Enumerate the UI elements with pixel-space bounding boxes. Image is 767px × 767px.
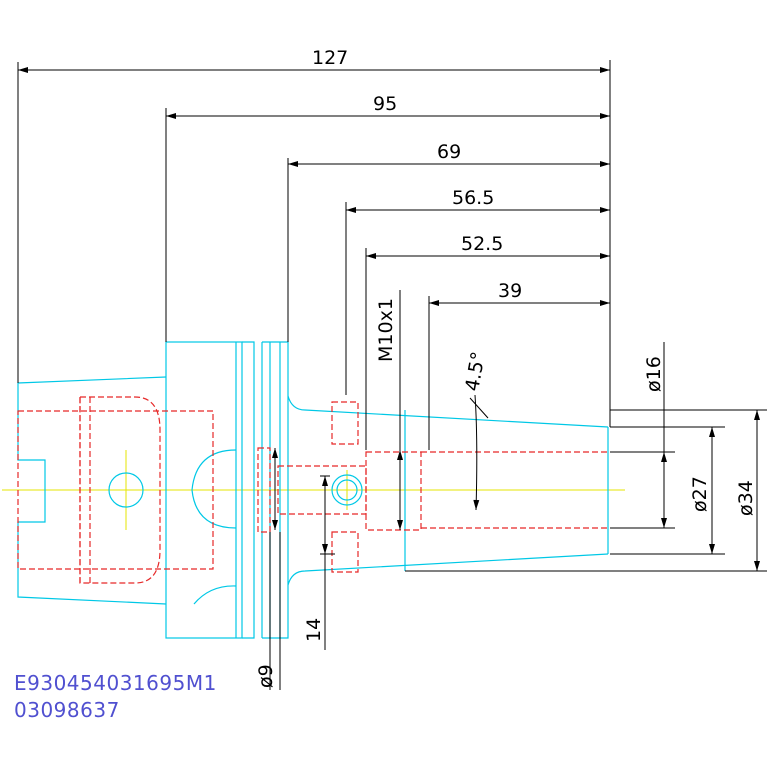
dimension-lines (18, 67, 760, 650)
dim-thread-m10x1: M10x1 (375, 298, 397, 362)
dim-dia-27: ø27 (689, 476, 711, 512)
dim-14: 14 (303, 618, 325, 642)
extension-lines (17, 60, 767, 690)
dim-127: 127 (312, 47, 348, 69)
dimension-labels: 127 95 69 56.5 52.5 39 M10x1 4.5° ø16 ø2… (255, 47, 757, 688)
dim-56-5: 56.5 (452, 187, 494, 209)
dim-dia-16: ø16 (643, 356, 665, 392)
dim-69: 69 (437, 141, 461, 163)
dim-dia-9: ø9 (255, 664, 277, 688)
part-code: E930454031695M1 (14, 671, 217, 695)
dim-39: 39 (498, 280, 522, 302)
hidden-lines (17, 396, 608, 584)
dim-95: 95 (373, 93, 397, 115)
part-number: 03098637 (14, 698, 120, 722)
dim-52-5: 52.5 (461, 233, 503, 255)
center-lines (2, 450, 625, 530)
dim-angle: 4.5° (461, 350, 490, 393)
dim-dia-34: ø34 (735, 480, 757, 516)
